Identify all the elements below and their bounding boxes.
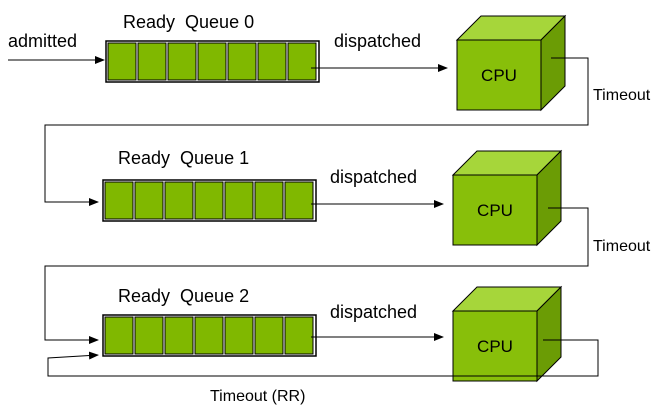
dispatched-label-0: dispatched (334, 31, 421, 51)
queue-1-slot (134, 181, 164, 220)
cpu-2-label: CPU (477, 337, 513, 356)
cpu-0-front-face (456, 39, 542, 111)
queue-0 (105, 40, 320, 83)
dispatched-label-2: dispatched (330, 302, 417, 322)
queue-2-slot (284, 316, 314, 355)
queue-1-slot (284, 181, 314, 220)
queue-0-slot (287, 42, 317, 81)
queue-0-slot (197, 42, 227, 81)
timeout-rr-label: Timeout (RR) (210, 388, 305, 405)
queue-1-slot (224, 181, 254, 220)
queue-0-slot (167, 42, 197, 81)
queue-0-slot (227, 42, 257, 81)
cpu-2: CPU (451, 285, 563, 383)
queue-0-slot (257, 42, 287, 81)
queue-1-slot (164, 181, 194, 220)
timeout-label-1: Timeout (593, 238, 651, 255)
queue-1-title: Ready Queue 1 (118, 148, 249, 168)
dispatched-label-1: dispatched (330, 167, 417, 187)
queue-1-slot (194, 181, 224, 220)
queue-1 (102, 179, 317, 222)
queue-2-slot (164, 316, 194, 355)
queue-1-slot (104, 181, 134, 220)
admitted-label: admitted (8, 31, 77, 51)
cpu-1-label: CPU (477, 201, 513, 220)
cpu-1-front-face (452, 174, 538, 246)
queue-2 (102, 314, 317, 357)
timeout-path-0 (44, 57, 589, 206)
queue-0-slot (107, 42, 137, 81)
cpu-0: CPU (455, 14, 567, 112)
queue-2-slot (104, 316, 134, 355)
queue-2-slot (224, 316, 254, 355)
cpu-2-front-face (452, 310, 538, 382)
queue-0-title: Ready Queue 0 (123, 12, 254, 32)
queue-0-slot (137, 42, 167, 81)
queue-1-slot (254, 181, 284, 220)
timeout-path-1 (44, 207, 589, 344)
queue-2-slot (194, 316, 224, 355)
cpu-0-label: CPU (481, 66, 517, 85)
cpu-1: CPU (451, 149, 563, 247)
timeout-label-0: Timeout (593, 87, 651, 104)
timeout-rr-path (47, 339, 599, 377)
queue-2-title: Ready Queue 2 (118, 286, 249, 306)
queue-2-slot (134, 316, 164, 355)
queue-2-slot (254, 316, 284, 355)
